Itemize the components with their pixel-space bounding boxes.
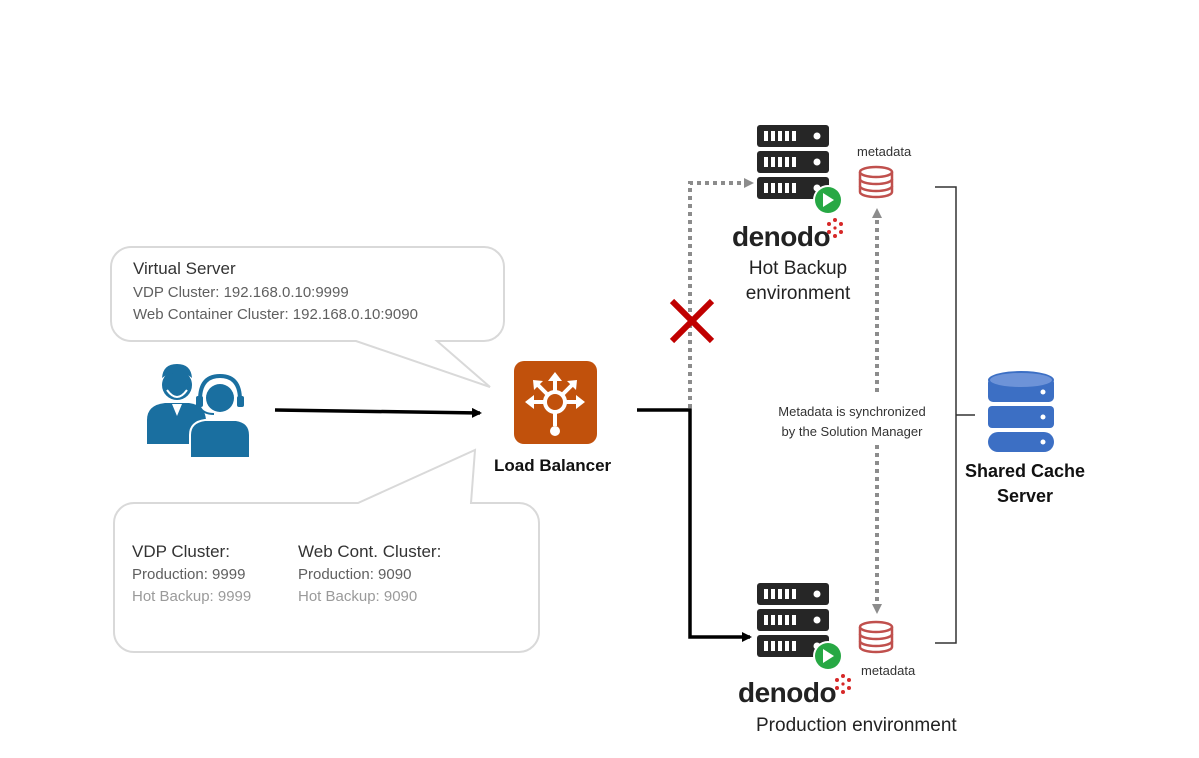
virtual-server-web: Web Container Cluster: 192.168.0.10:9090 — [133, 306, 418, 323]
production-server-icon — [757, 583, 843, 671]
failover-route-arrow — [688, 178, 754, 408]
hot-backup-denodo-logo: denodo — [732, 221, 831, 252]
cluster-ports-callout — [113, 448, 540, 653]
hot-backup-metadata-icon — [858, 165, 894, 199]
web-cluster-production: Production: 9090 — [298, 566, 412, 583]
virtual-server-callout — [110, 246, 505, 388]
users-to-balancer-arrow — [274, 407, 482, 418]
balancer-to-production-arrow — [637, 408, 752, 642]
sync-note-line1: Metadata is synchronized — [778, 404, 926, 419]
production-label: Production environment — [756, 715, 957, 736]
hot-backup-label-line1: Hot Backup — [748, 258, 848, 279]
load-balancer-label: Load Balancer — [494, 456, 612, 475]
hot-backup-label-line2: environment — [745, 283, 851, 304]
web-cluster-title: Web Cont. Cluster: — [298, 542, 442, 561]
sync-note-line2: by the Solution Manager — [781, 424, 923, 439]
hot-backup-server-icon — [757, 125, 843, 215]
virtual-server-vdp: VDP Cluster: 192.168.0.10:9999 — [133, 284, 349, 301]
users-icon — [147, 364, 251, 459]
vdp-cluster-production: Production: 9999 — [132, 566, 246, 583]
cache-bracket — [935, 186, 975, 644]
virtual-server-title: Virtual Server — [133, 259, 236, 278]
cross-icon — [669, 298, 715, 344]
production-metadata-icon — [858, 620, 894, 654]
load-balancer-icon — [514, 361, 597, 444]
shared-cache-label-line1: Shared Cache — [964, 461, 1086, 481]
vdp-cluster-title: VDP Cluster: — [132, 542, 230, 561]
shared-cache-database-icon — [988, 371, 1054, 452]
production-denodo-logo: denodo — [738, 677, 837, 708]
vdp-cluster-hot-backup: Hot Backup: 9999 — [132, 588, 252, 605]
production-logo-mark — [835, 674, 851, 694]
shared-cache-label-line2: Server — [996, 486, 1054, 506]
hot-backup-metadata-label: metadata — [857, 144, 912, 159]
web-cluster-hot-backup: Hot Backup: 9090 — [298, 588, 418, 605]
production-metadata-label: metadata — [861, 663, 916, 678]
